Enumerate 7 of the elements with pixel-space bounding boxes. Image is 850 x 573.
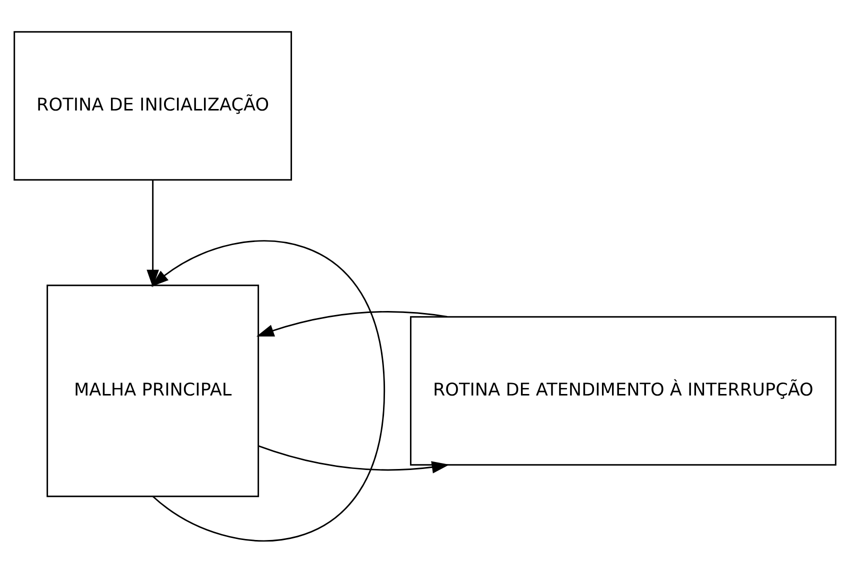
arrow xyxy=(256,311,448,336)
node-box: ROTINA DE INICIALIZAÇÃO xyxy=(14,31,292,181)
node-box: ROTINA DE ATENDIMENTO À INTERRUPÇÃO xyxy=(410,316,836,466)
node-box: MALHA PRINCIPAL xyxy=(46,284,260,498)
arrow xyxy=(146,180,159,288)
arrow xyxy=(151,240,386,542)
arrow xyxy=(258,445,450,474)
